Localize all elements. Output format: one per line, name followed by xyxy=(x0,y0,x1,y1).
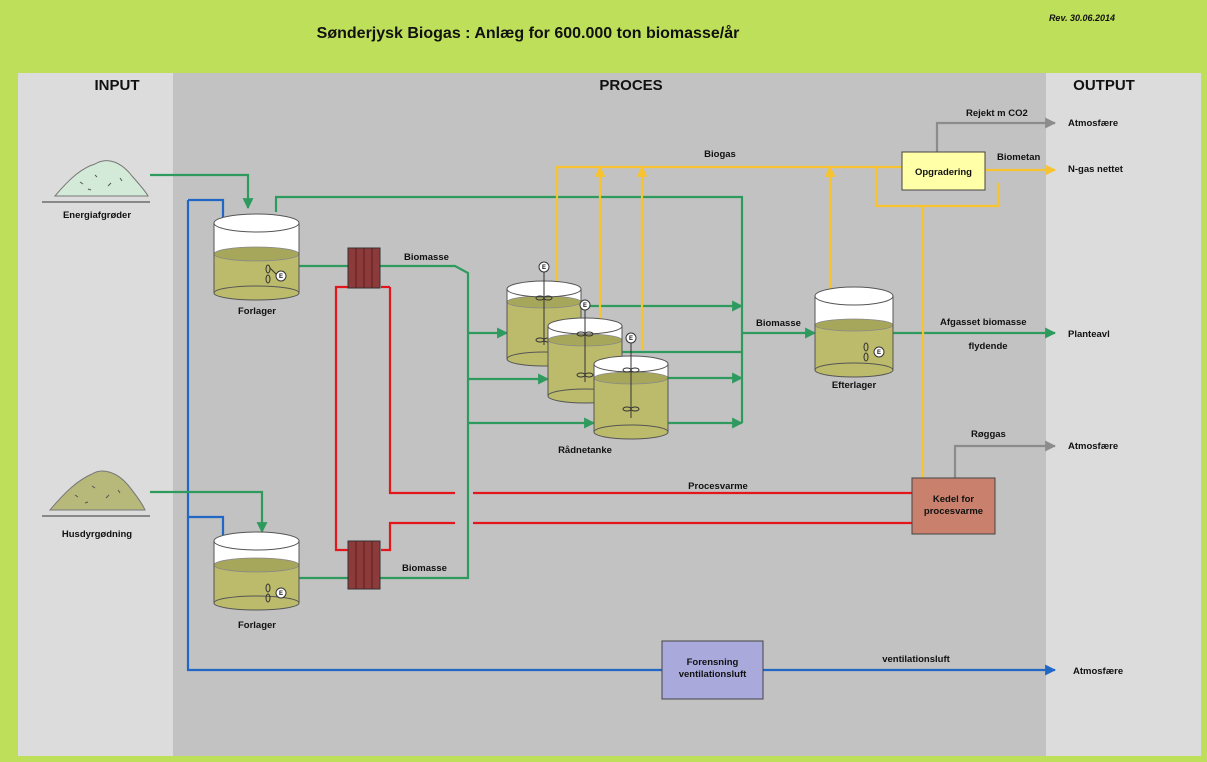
process-heat-flow xyxy=(334,285,912,552)
ventilation-air-label: ventilationsluft xyxy=(882,654,950,665)
heat-exchanger-bottom xyxy=(347,540,381,590)
manure-pile xyxy=(42,470,150,517)
page-title: Sønderjysk Biogas : Anlæg for 600.000 to… xyxy=(317,24,740,42)
post-storage-tank: E xyxy=(814,286,894,378)
biomethane-label: Biometan xyxy=(997,152,1040,163)
revision-label: Rev. 30.06.2014 xyxy=(1049,13,1115,23)
section-process-title: PROCES xyxy=(599,77,662,94)
section-output-title: OUTPUT xyxy=(1073,77,1135,94)
motor-label: E xyxy=(583,303,587,309)
biogas-flow xyxy=(555,164,1057,478)
output-atmosphere-3: Atmosfære xyxy=(1073,666,1123,677)
exhaust-flow xyxy=(935,117,1057,478)
air-cleaning-box xyxy=(661,640,764,700)
prestorage-top-label: Forlager xyxy=(238,306,276,317)
boiler-box xyxy=(911,477,996,535)
heat-exchanger-top xyxy=(347,247,381,289)
agitator-icon: E xyxy=(265,264,287,284)
digesters-label: Rådnetanke xyxy=(558,445,612,456)
air-cleaning-label-line1: Forensning xyxy=(687,657,739,668)
output-atmosphere-2: Atmosfære xyxy=(1068,441,1118,452)
upgrading-box xyxy=(901,151,986,191)
energy-crops-label: Energiafgrøder xyxy=(63,210,131,221)
reject-co2-label: Rejekt m CO2 xyxy=(966,108,1028,119)
upgrading-label: Opgradering xyxy=(915,167,972,178)
motor-label: E xyxy=(279,274,283,280)
section-input-title: INPUT xyxy=(95,77,140,94)
output-plant-cultivation: Planteavl xyxy=(1068,329,1110,340)
liquid-label: flydende xyxy=(968,341,1007,352)
motor-label: E xyxy=(279,591,283,597)
motor-label: E xyxy=(542,265,546,271)
boiler-label-line1: Kedel for xyxy=(933,494,974,505)
process-heat-label: Procesvarme xyxy=(688,481,748,492)
prestorage-tank-top: E xyxy=(213,213,300,301)
output-atmosphere-1: Atmosfære xyxy=(1068,118,1118,129)
ventilation-air-flow xyxy=(186,198,1057,676)
motor-label: E xyxy=(629,336,633,342)
output-panel xyxy=(1046,73,1201,756)
biogas-label: Biogas xyxy=(704,149,736,160)
boiler-label-line2: procesvarme xyxy=(924,506,983,517)
biomass-bottom-label: Biomasse xyxy=(402,563,447,574)
prestorage-tank-bottom: E xyxy=(213,531,300,611)
output-gas-grid: N-gas nettet xyxy=(1068,164,1124,175)
digester-tank-3: E xyxy=(593,332,669,440)
air-cleaning-label-line2: ventilationsluft xyxy=(679,669,747,680)
biomass-mid-label: Biomasse xyxy=(756,318,801,329)
biomass-flow xyxy=(150,173,1057,580)
biomass-top-label: Biomasse xyxy=(404,252,449,263)
energy-crops-pile xyxy=(42,160,150,203)
prestorage-bottom-label: Forlager xyxy=(238,620,276,631)
post-storage-label: Efterlager xyxy=(832,380,877,391)
digested-biomass-label: Afgasset biomasse xyxy=(940,317,1027,328)
digester-tank-2: E xyxy=(547,299,623,404)
manure-label: Husdyrgødning xyxy=(62,529,132,540)
agitator-icon: E xyxy=(265,583,287,603)
flue-gas-label: Røggas xyxy=(971,429,1006,440)
motor-label: E xyxy=(877,350,881,356)
